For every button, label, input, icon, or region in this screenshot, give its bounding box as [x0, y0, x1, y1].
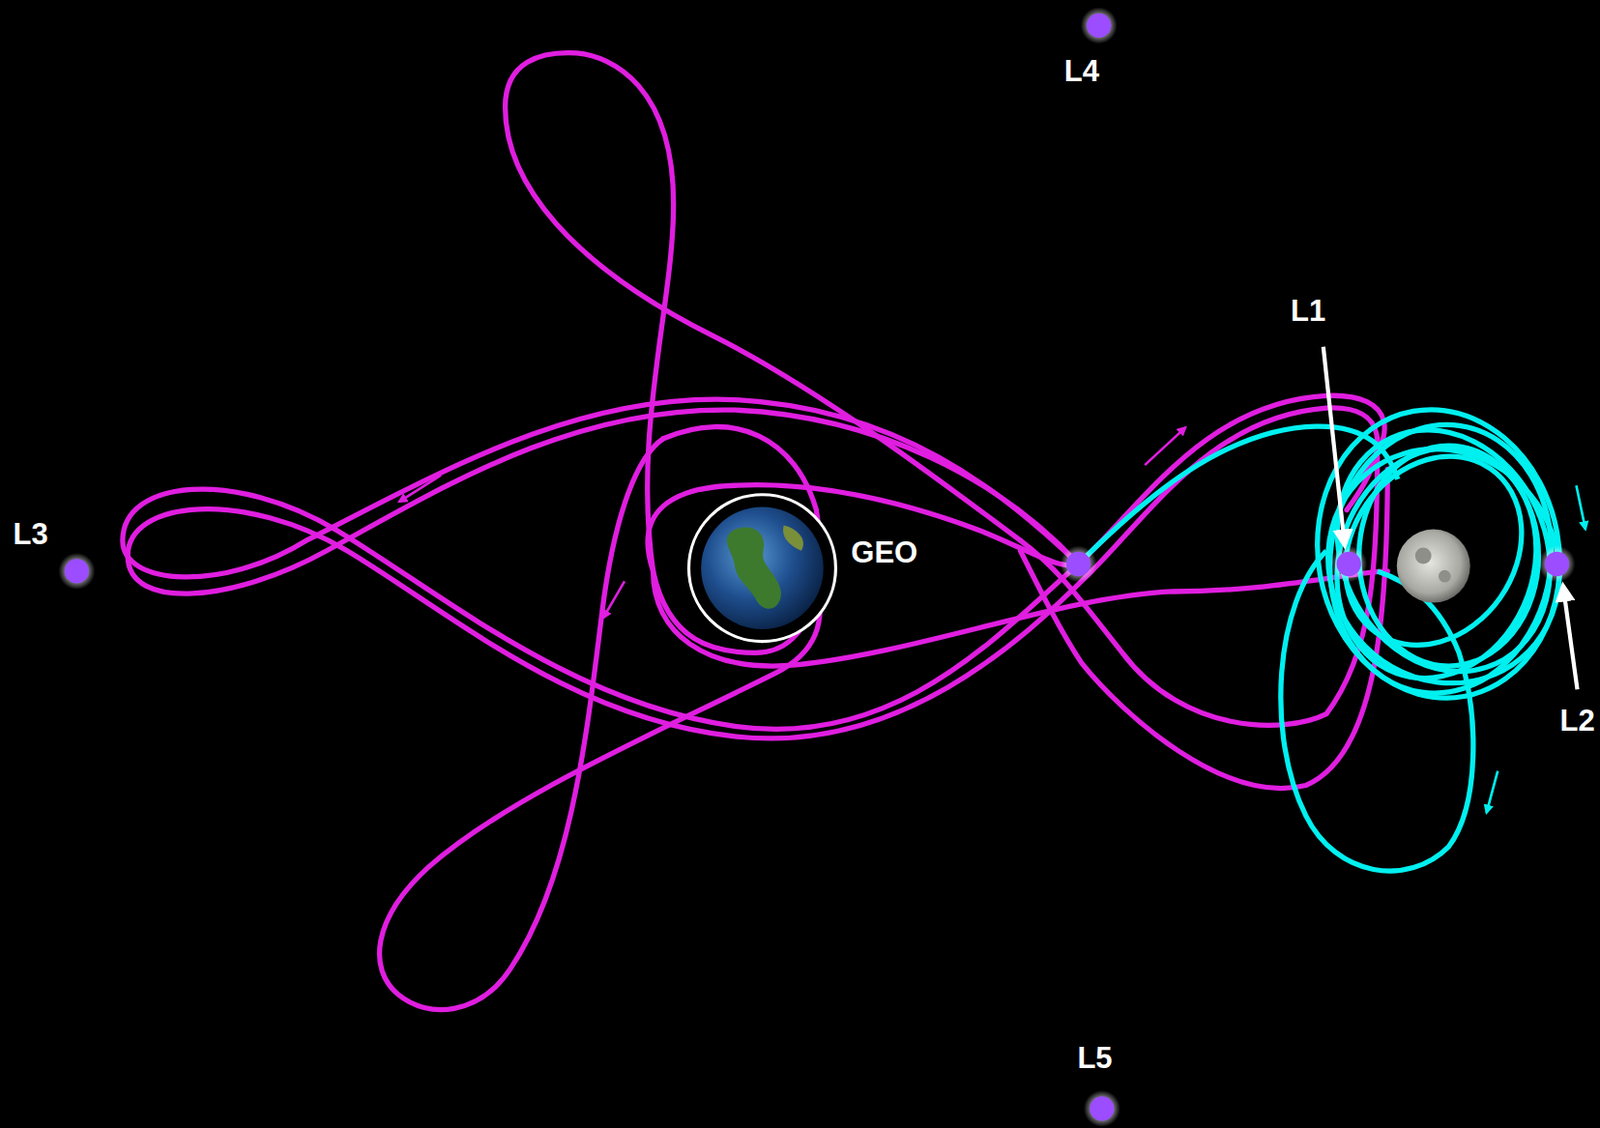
lagrange-label: GEO [850, 537, 918, 568]
lagrange-label: L3 [13, 519, 49, 550]
lagrange-label: L2 [1560, 705, 1596, 736]
lagrange-label: L1 [1290, 295, 1326, 326]
lagrange-label: L5 [1076, 1043, 1112, 1074]
lagrange-label: L4 [1064, 56, 1100, 87]
